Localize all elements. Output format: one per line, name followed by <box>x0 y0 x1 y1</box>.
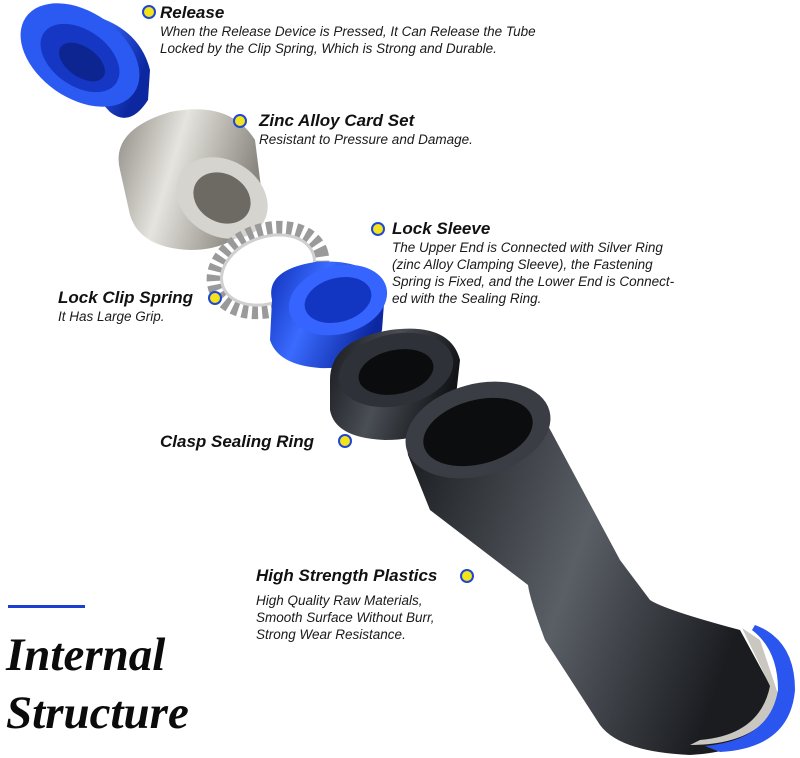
clasp-title: Clasp Sealing Ring <box>160 432 314 451</box>
release-title: Release <box>160 3 225 22</box>
lock-sleeve-desc-line: The Upper End is Connected with Silver R… <box>392 240 663 255</box>
release-desc-line: When the Release Device is Pressed, It C… <box>160 24 536 39</box>
zinc-label: Zinc Alloy Card Set Resistant to Pressur… <box>259 111 473 148</box>
release-part <box>20 3 150 118</box>
lock-sleeve-dot <box>371 222 385 236</box>
lock-sleeve-desc-line: ed with the Sealing Ring. <box>392 291 542 306</box>
zinc-alloy-part <box>118 109 268 250</box>
lock-sleeve-desc-line: Spring is Fixed, and the Lower End is Co… <box>392 274 675 289</box>
plastics-dot <box>460 569 474 583</box>
zinc-desc-line: Resistant to Pressure and Damage. <box>259 132 473 147</box>
lock-clip-desc-line: It Has Large Grip. <box>58 309 165 324</box>
title-line-1: Internal <box>6 629 166 681</box>
release-dot <box>142 5 156 19</box>
lock-clip-label: Lock Clip Spring It Has Large Grip. <box>58 288 193 325</box>
lock-clip-title: Lock Clip Spring <box>58 288 194 307</box>
plastics-desc-line: High Quality Raw Materials, <box>256 593 423 608</box>
clasp-label: Clasp Sealing Ring <box>160 432 314 452</box>
page-title: Internal Structure <box>6 626 189 742</box>
lock-sleeve-label: Lock Sleeve The Upper End is Connected w… <box>392 219 674 307</box>
zinc-dot <box>233 114 247 128</box>
title-line-2: Structure <box>6 687 189 739</box>
plastics-label: High Strength Plastics High Quality Raw … <box>256 566 437 643</box>
lock-clip-dot <box>208 291 222 305</box>
release-desc-line: Locked by the Clip Spring, Which is Stro… <box>160 41 497 56</box>
plastics-desc-line: Strong Wear Resistance. <box>256 627 406 642</box>
plastic-body-part <box>405 381 795 755</box>
accent-bar <box>8 605 85 608</box>
zinc-title: Zinc Alloy Card Set <box>259 111 415 130</box>
plastics-desc-line: Smooth Surface Without Burr, <box>256 610 435 625</box>
plastics-title: High Strength Plastics <box>256 566 438 585</box>
lock-sleeve-desc-line: (zinc Alloy Clamping Sleeve), the Fasten… <box>392 257 653 272</box>
lock-sleeve-title: Lock Sleeve <box>392 219 491 238</box>
clasp-dot <box>338 434 352 448</box>
release-label: Release When the Release Device is Press… <box>160 3 536 57</box>
